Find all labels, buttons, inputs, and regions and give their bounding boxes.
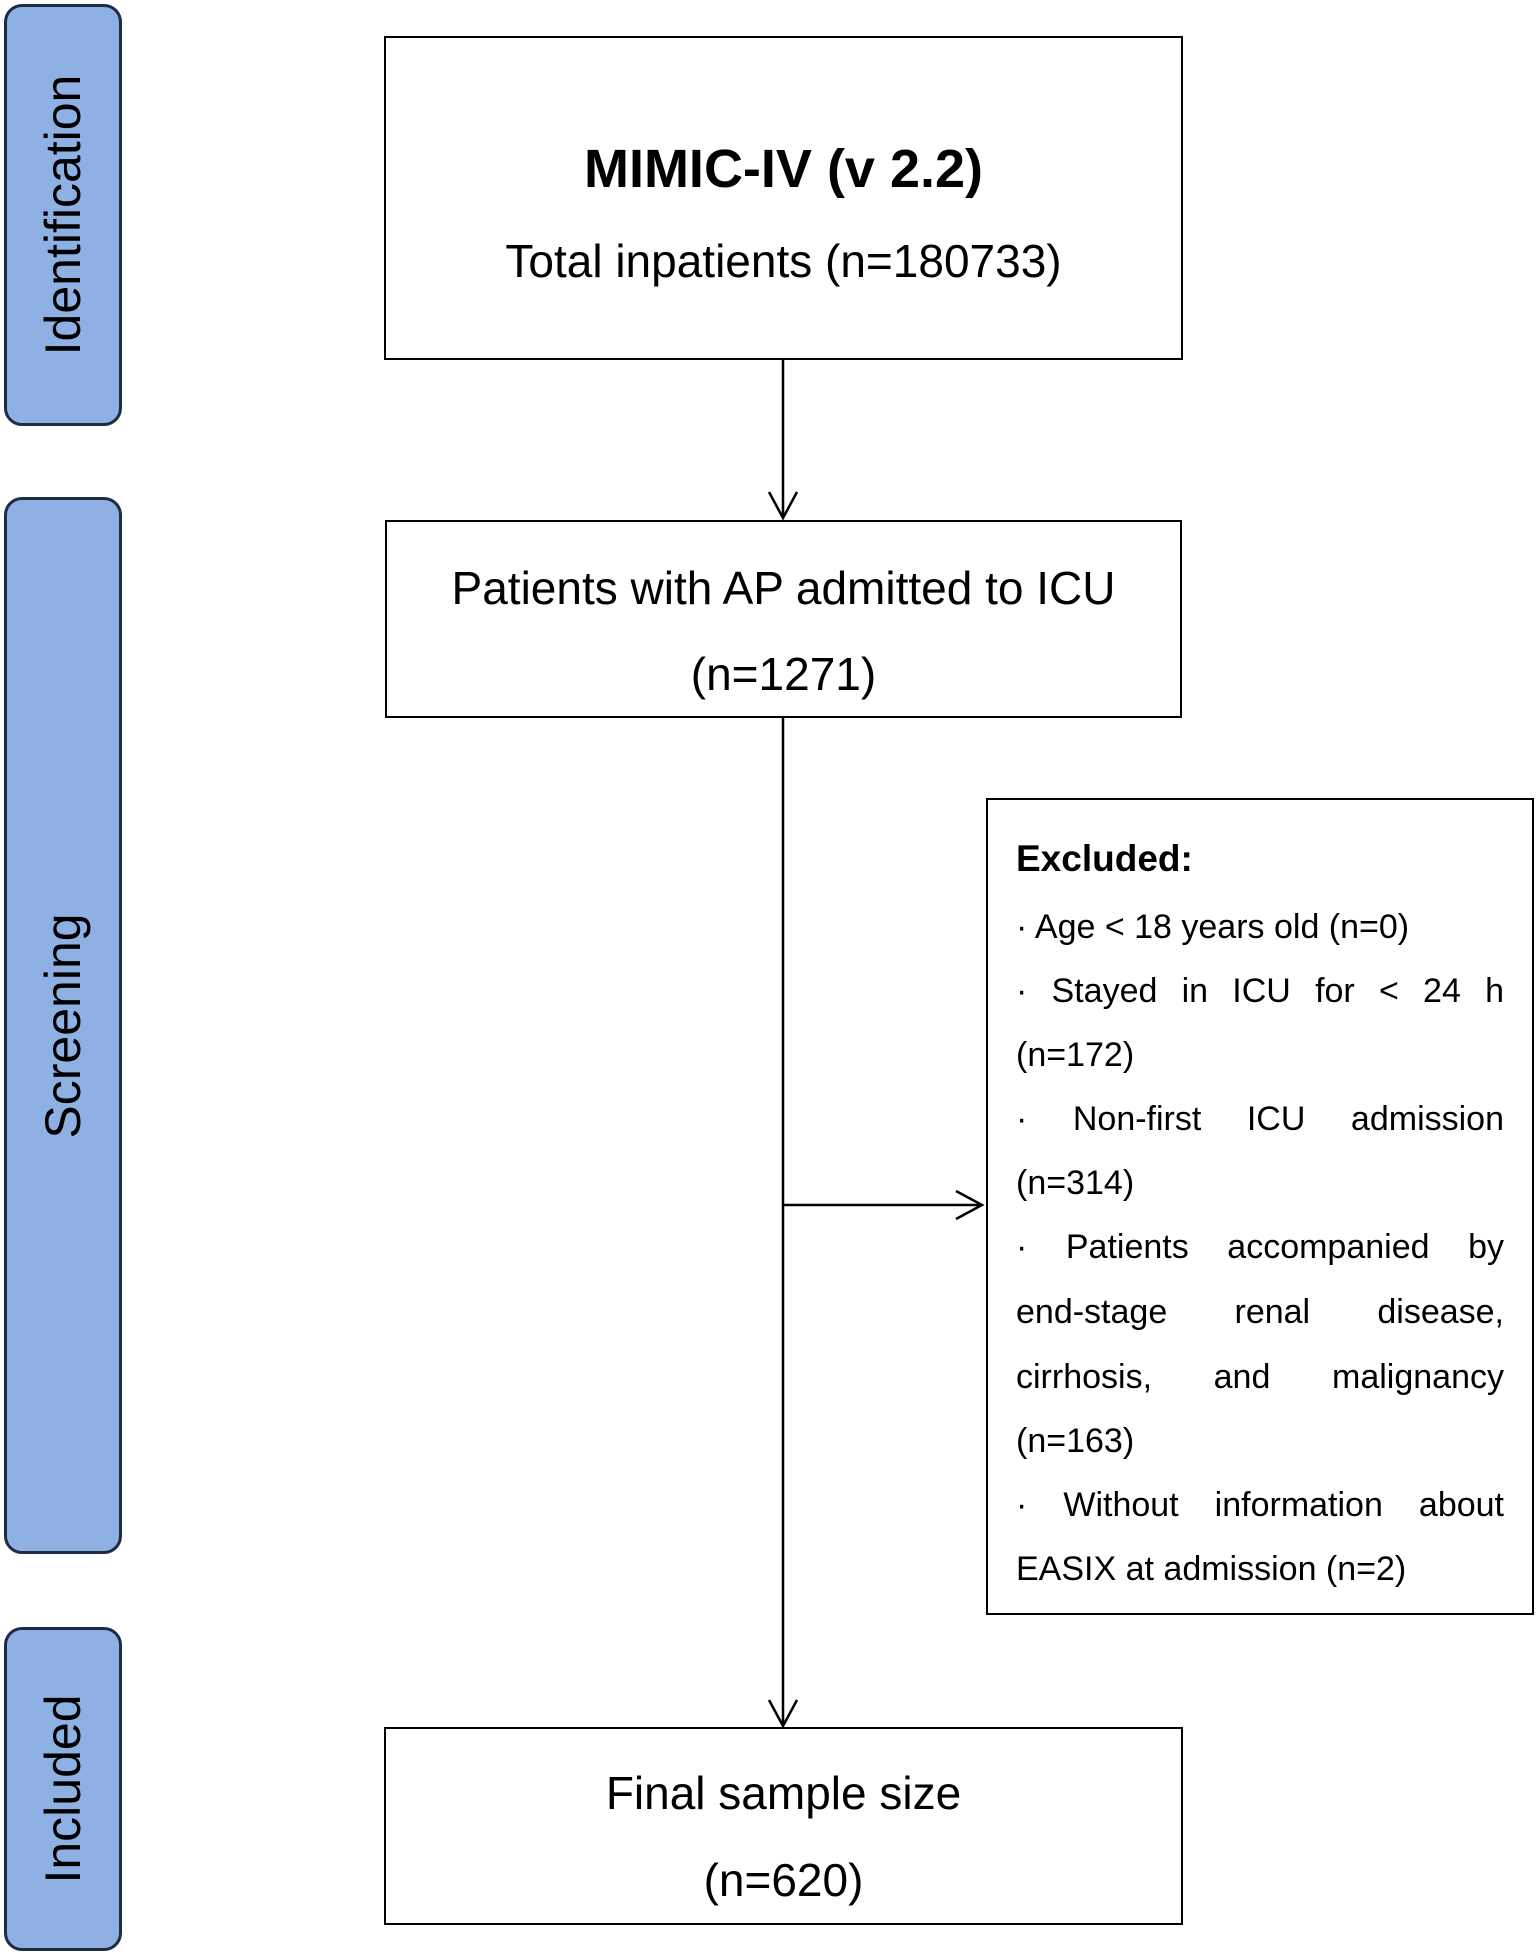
- final-line-1: Final sample size: [605, 1767, 962, 1819]
- excluded-line-comorbid-count: (n=163): [1016, 1422, 1135, 1460]
- excluded-line-nonfirst-count: (n=314): [1016, 1164, 1135, 1202]
- stage-label-screening: Screening: [35, 912, 91, 1139]
- arrowhead-excluded: [955, 1189, 985, 1221]
- stage-tab-screening: Screening: [4, 497, 122, 1554]
- stage-label-identification: Identification: [35, 74, 91, 356]
- arrowhead-final: [767, 1699, 799, 1729]
- final-line-2: (n=620): [703, 1854, 864, 1906]
- excluded-line-easix-2: EASIX at admission (n=2): [1016, 1550, 1407, 1588]
- excluded-title: Excluded:: [1016, 838, 1193, 879]
- excluded-line-comorbid-1: · Patients accompanied by: [1016, 1228, 1504, 1266]
- excluded-line-nonfirst: · Non-first ICU admission: [1016, 1100, 1504, 1138]
- stage-tab-identification: Identification: [4, 4, 122, 426]
- admitted-line-2: (n=1271): [690, 648, 877, 700]
- final-box: Final sample size (n=620): [384, 1727, 1183, 1925]
- excluded-box: Excluded: · Age < 18 years old (n=0) · S…: [986, 798, 1534, 1615]
- source-title: MIMIC-IV (v 2.2): [583, 139, 984, 199]
- excluded-line-stay-count: (n=172): [1016, 1036, 1135, 1074]
- stage-tab-included: Included: [4, 1627, 122, 1951]
- source-box: MIMIC-IV (v 2.2) Total inpatients (n=180…: [384, 36, 1183, 360]
- source-subtitle: Total inpatients (n=180733): [505, 235, 1062, 287]
- excluded-line-age: · Age < 18 years old (n=0): [1016, 908, 1410, 946]
- excluded-line-stay: · Stayed in ICU for < 24 h: [1016, 972, 1504, 1010]
- excluded-line-comorbid-2: end-stage renal disease,: [1016, 1293, 1504, 1331]
- stage-label-included: Included: [35, 1694, 91, 1884]
- admitted-box: Patients with AP admitted to ICU (n=1271…: [385, 520, 1182, 718]
- excluded-line-comorbid-3: cirrhosis, and malignancy: [1016, 1358, 1504, 1396]
- excluded-line-easix-1: · Without information about: [1016, 1486, 1504, 1524]
- arrowhead-admitted: [767, 491, 799, 521]
- admitted-line-1: Patients with AP admitted to ICU: [451, 562, 1116, 614]
